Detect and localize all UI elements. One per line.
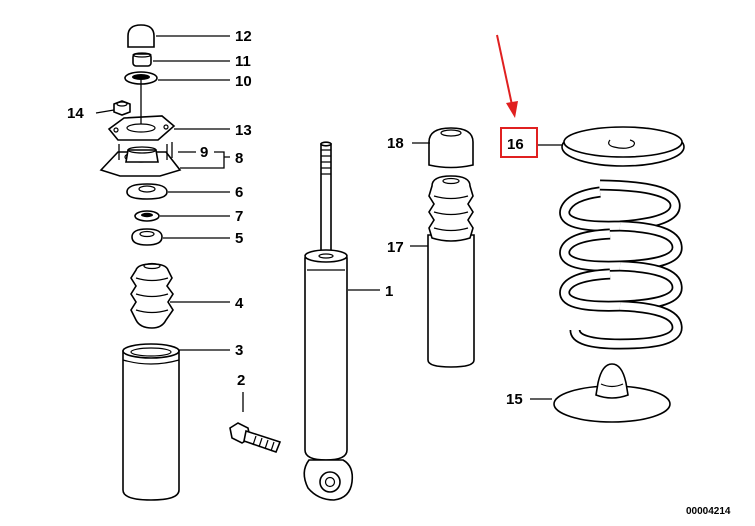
part-11-nut bbox=[132, 52, 152, 67]
coil-spring bbox=[559, 179, 683, 350]
part-9-studs bbox=[118, 142, 173, 160]
part-13-plate bbox=[107, 115, 176, 141]
callout-13: 13 bbox=[235, 122, 252, 139]
part-15-lower-spring-pad bbox=[553, 363, 671, 423]
highlight-box bbox=[500, 127, 538, 158]
callout-1: 1 bbox=[385, 283, 393, 300]
callout-12: 12 bbox=[235, 28, 252, 45]
highlight-arrow-shaft bbox=[496, 34, 513, 106]
part-5-cushion bbox=[131, 228, 163, 246]
part-12-cap bbox=[127, 24, 155, 48]
callout-3: 3 bbox=[235, 342, 243, 359]
part-8-support-bearing bbox=[99, 146, 182, 177]
diagram-reference-number: 00004214 bbox=[686, 506, 731, 517]
part-16-spring-pad bbox=[561, 126, 685, 167]
highlight-annotation bbox=[496, 34, 538, 158]
callout-16: 16 bbox=[507, 136, 524, 153]
callout-14: 14 bbox=[67, 105, 84, 122]
callout-2: 2 bbox=[237, 372, 245, 389]
callout-10: 10 bbox=[235, 73, 252, 90]
part-1-shock-absorber bbox=[303, 141, 354, 501]
callout-4: 4 bbox=[235, 295, 244, 312]
callout-9: 9 bbox=[200, 144, 208, 161]
part-18-cap bbox=[428, 127, 474, 169]
callout-18: 18 bbox=[387, 135, 404, 152]
callout-17: 17 bbox=[387, 239, 404, 256]
leader-lines bbox=[95, 35, 562, 412]
part-7-ring bbox=[134, 210, 160, 222]
highlight-arrow-head bbox=[506, 101, 518, 118]
part-4-bump-stop bbox=[130, 262, 174, 329]
callout-6: 6 bbox=[235, 184, 243, 201]
callout-15: 15 bbox=[506, 391, 523, 408]
callout-5: 5 bbox=[235, 230, 243, 247]
part-3-protective-tube bbox=[122, 343, 180, 501]
part-6-bearing bbox=[126, 183, 168, 200]
part-2-bolt bbox=[229, 422, 282, 454]
part-17-protective-tube bbox=[427, 175, 475, 368]
callout-8: 8 bbox=[235, 150, 243, 167]
callout-7: 7 bbox=[235, 208, 243, 225]
part-14-nut bbox=[113, 100, 131, 116]
callout-11: 11 bbox=[235, 53, 251, 70]
